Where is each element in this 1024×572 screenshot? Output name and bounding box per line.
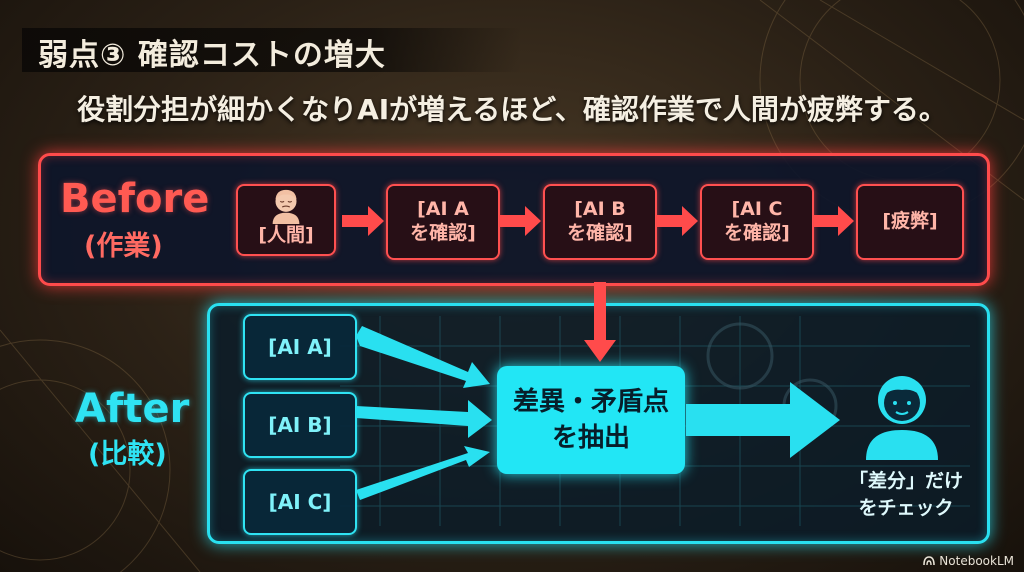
step-exhaustion-label: [疲弊] bbox=[882, 210, 938, 233]
step-check-ai-c-line2: を確認] bbox=[724, 222, 790, 244]
diff-extraction-box: 差異・矛盾点 を抽出 bbox=[497, 366, 685, 474]
after-label: After bbox=[75, 386, 190, 432]
arrow-before-to-after bbox=[584, 282, 616, 362]
input-ai-a: [AI A] bbox=[243, 314, 357, 380]
title-bar bbox=[22, 28, 522, 72]
page-title: 弱点③ 確認コストの増大 bbox=[38, 38, 386, 73]
result-line1: 「差分」だけ bbox=[848, 470, 963, 492]
step-check-ai-a: [AI A を確認] bbox=[386, 184, 500, 260]
arrow-human-to-ai-a bbox=[342, 206, 384, 236]
footer-brand-text: NotebookLM bbox=[939, 554, 1014, 568]
page-subtitle: 役割分担が細かくなりAIが増えるほど、確認作業で人間が疲弊する。 bbox=[77, 93, 947, 126]
before-label: Before bbox=[60, 176, 210, 222]
step-check-ai-a-line1: [AI A bbox=[417, 198, 469, 221]
input-ai-c: [AI C] bbox=[243, 469, 357, 535]
arrow-ai-b-to-ai-c bbox=[656, 206, 698, 236]
step-check-ai-c: [AI C を確認] bbox=[700, 184, 814, 260]
arrow-ai-c-to-center bbox=[356, 446, 490, 500]
result-caption: 「差分」だけ をチェック bbox=[836, 468, 976, 521]
person-icon bbox=[866, 376, 938, 460]
arrow-ai-c-to-exhaustion bbox=[813, 206, 854, 236]
result-line2: をチェック bbox=[858, 496, 954, 519]
arrow-ai-a-to-center bbox=[356, 326, 490, 388]
after-sublabel: (比較) bbox=[88, 439, 167, 470]
step-check-ai-a-line2: を確認] bbox=[410, 222, 476, 244]
notebooklm-logo-icon bbox=[923, 556, 936, 566]
arrow-ai-a-to-ai-b bbox=[499, 206, 541, 236]
tired-person-icon bbox=[272, 189, 300, 225]
arrow-ai-b-to-center bbox=[356, 400, 492, 438]
step-check-ai-b: [AI B を確認] bbox=[543, 184, 657, 260]
step-check-ai-c-line1: [AI C bbox=[731, 198, 783, 221]
step-human-label: [人間] bbox=[258, 224, 314, 247]
step-exhaustion: [疲弊] bbox=[856, 184, 964, 260]
arrow-center-to-result bbox=[686, 382, 840, 458]
input-ai-b: [AI B] bbox=[243, 392, 357, 458]
diff-extraction-line1: 差異・矛盾点 bbox=[512, 386, 669, 417]
diff-extraction-line2: を抽出 bbox=[551, 423, 630, 453]
footer-brand: NotebookLM bbox=[923, 554, 1014, 568]
step-check-ai-b-line2: を確認] bbox=[567, 222, 633, 244]
step-human: [人間] bbox=[236, 184, 336, 256]
before-sublabel: (作業) bbox=[84, 231, 163, 262]
step-check-ai-b-line1: [AI B bbox=[574, 198, 626, 221]
